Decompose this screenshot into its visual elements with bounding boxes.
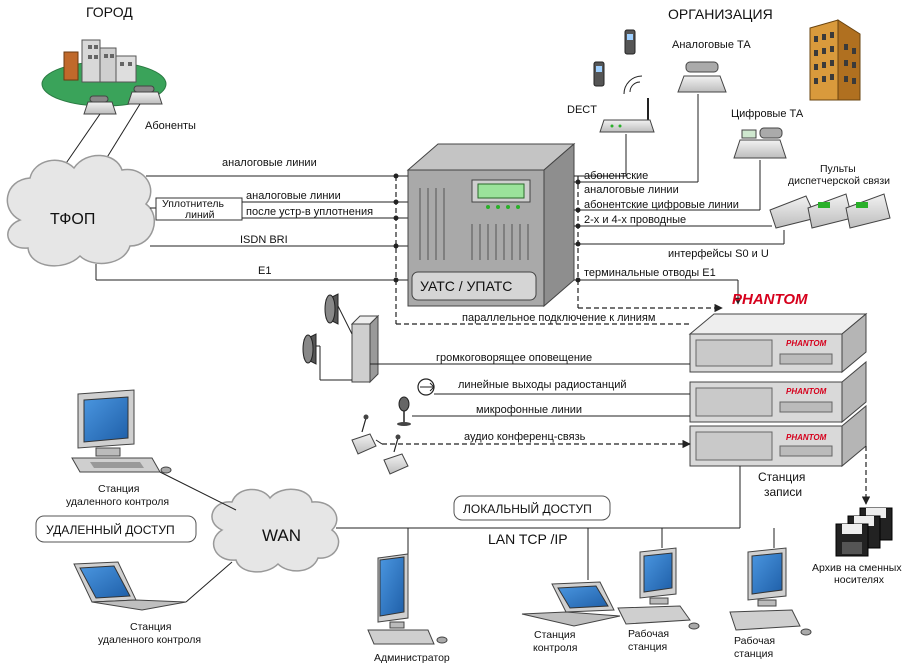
pstn-pbx-links: аналоговые линии Уплотнитель линий анало… — [95, 157, 690, 325]
link-subscriber-digital: абонентские цифровые линии — [584, 199, 739, 211]
remote-station-desktop: Станция удаленного контроля — [66, 389, 237, 511]
administrator-station: Администратор — [367, 553, 450, 664]
dispatch-label-2: диспетчерской связи — [788, 175, 890, 187]
desktop-computer-icon — [367, 553, 448, 645]
control-station: Станция контроля — [521, 581, 621, 654]
control-station-label-1: Станция — [534, 629, 575, 641]
recorder-inputs: громкоговорящее оповещение линейные выхо… — [302, 293, 691, 475]
recorder-badge: PHANTOM — [786, 433, 827, 442]
remote-station-a-label-2: удаленного контроля — [66, 496, 169, 508]
multiplexer-box — [155, 197, 243, 221]
link-subscriber: абонентские — [584, 170, 648, 182]
pstn-cloud: ТФОП — [6, 154, 156, 267]
phantom-title: PHANTOM — [732, 291, 808, 308]
remote-access-box: УДАЛЕННЫЙ ДОСТУП — [35, 515, 197, 543]
recording-station-label-1: Станция — [758, 470, 805, 484]
pbx-label: УАТС / УПАТС — [420, 278, 512, 294]
loudspeaker-icon — [324, 293, 339, 325]
microphone-icon — [397, 396, 411, 426]
organization-label: ОРГАНИЗАЦИЯ — [668, 6, 773, 22]
wan-label: WAN — [262, 526, 301, 545]
link-two-four-wire: 2-х и 4-х проводные — [584, 214, 686, 226]
recorder-badge: PHANTOM — [786, 387, 827, 396]
city-group: ГОРОД Абоненты — [41, 4, 196, 173]
link-right-analog: аналоговые линии — [584, 184, 679, 196]
wan-cloud: WAN — [211, 488, 340, 573]
lan-label: LAN TCP /IP — [488, 531, 568, 547]
mobile-handset-icon — [593, 61, 605, 87]
conference-unit-icon — [383, 434, 409, 475]
local-access-box: ЛОКАЛЬНЫЙ ДОСТУП — [453, 495, 611, 521]
amplifier-icon — [350, 314, 380, 384]
link-isdn-bri: ISDN BRI — [240, 234, 288, 246]
digital-phones-label: Цифровые ТА — [731, 108, 804, 120]
laptop-computer-icon — [73, 561, 187, 611]
office-building-icon — [809, 19, 861, 101]
mobile-handset-icon — [624, 29, 636, 55]
dispatch-label-1: Пульты — [820, 163, 856, 175]
pbx-organization-links: абонентские аналоговые линии абонентские… — [462, 94, 785, 324]
input-microphone: микрофонные линии — [476, 404, 582, 416]
pbx-cabinet: УАТС / УПАТС — [406, 142, 576, 308]
recording-station-label-2: записи — [764, 485, 802, 499]
organization-group: ОРГАНИЗАЦИЯ DECT — [567, 6, 891, 229]
workstation-a-label-2: станция — [628, 641, 667, 653]
radio-output-icon — [417, 378, 435, 396]
multiplexer-label-1: Уплотнитель — [162, 198, 225, 210]
lan-network: LAN TCP /IP — [336, 466, 775, 580]
conference-unit-icon — [351, 414, 377, 455]
desktop-computer-icon — [71, 389, 172, 474]
workstation-a: Рабочая станция — [617, 547, 700, 653]
dect-label: DECT — [567, 104, 597, 116]
workstation-b-label-2: станция — [734, 648, 773, 660]
remote-station-laptop: Станция удаленного контроля — [73, 561, 233, 646]
laptop-computer-icon — [521, 581, 621, 627]
input-radio: линейные выходы радиостанций — [458, 379, 627, 391]
link-terminal-e1: терминальные отводы E1 — [584, 267, 716, 279]
desktop-computer-icon — [617, 547, 700, 630]
dispatch-console-icon — [769, 193, 891, 229]
remote-station-a-label-1: Станция — [98, 483, 139, 495]
workstation-b-label-1: Рабочая — [734, 635, 775, 647]
archive-label-1: Архив на сменных — [812, 562, 902, 574]
remote-station-b-label-1: Станция — [130, 621, 171, 633]
city-buildings-icon — [63, 39, 137, 83]
link-analog-lines: аналоговые линии — [222, 157, 317, 169]
control-station-label-2: контроля — [533, 642, 577, 654]
input-conference: аудио конференц-связь — [464, 431, 586, 443]
remote-station-b-label-2: удаленного контроля — [98, 634, 201, 646]
pstn-label: ТФОП — [50, 211, 95, 228]
desktop-computer-icon — [729, 547, 812, 636]
floppy-disk-icon — [835, 507, 893, 557]
multiplexer-label-2: линий — [185, 209, 215, 221]
administrator-label: Администратор — [374, 652, 450, 664]
analog-phone-icon — [677, 61, 727, 93]
workstation-b: Рабочая станция — [729, 547, 812, 660]
local-access-label: ЛОКАЛЬНЫЙ ДОСТУП — [463, 501, 592, 516]
link-s0-u: интерфейсы S0 и U — [668, 248, 769, 260]
phantom-recorder: PHANTOM PHANTOM PHANTOM PHANTOM Станция … — [688, 291, 868, 499]
analog-phones-label: Аналоговые ТА — [672, 39, 751, 51]
input-loudspeaker: громкоговорящее оповещение — [436, 352, 592, 364]
subscriber-phone-icon — [127, 85, 163, 105]
subscriber-phone-icon — [83, 95, 117, 115]
recorder-badge: PHANTOM — [786, 339, 827, 348]
remote-access-label: УДАЛЕННЫЙ ДОСТУП — [46, 522, 175, 537]
link-mux-after: после устр-в уплотнения — [246, 206, 373, 218]
link-mux-analog: аналоговые линии — [246, 190, 341, 202]
archive-label-2: носителях — [834, 574, 885, 586]
link-e1: E1 — [258, 265, 271, 277]
subscribers-label: Абоненты — [145, 120, 196, 132]
city-label: ГОРОД — [86, 4, 133, 20]
digital-phone-icon — [733, 127, 787, 159]
archive-group: Архив на сменных носителях — [812, 446, 902, 586]
link-parallel: параллельное подключение к линиям — [462, 312, 655, 324]
loudspeaker-icon — [302, 333, 317, 365]
workstation-a-label-1: Рабочая — [628, 628, 669, 640]
dect-base-station-icon — [599, 75, 655, 133]
